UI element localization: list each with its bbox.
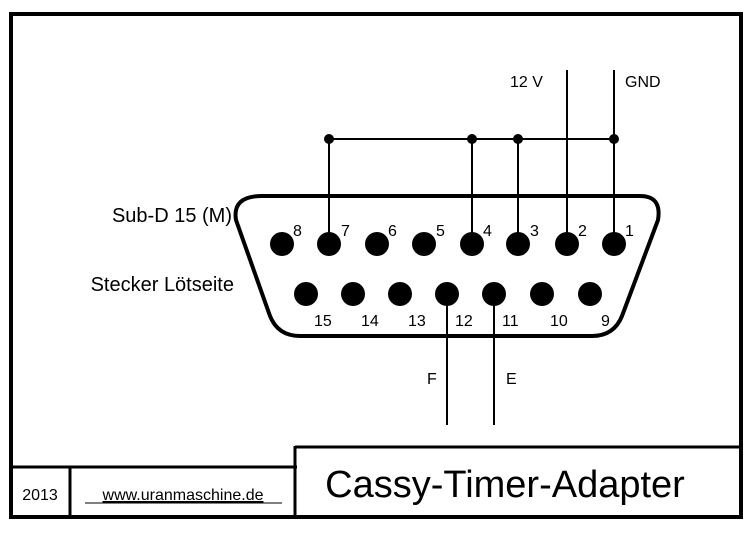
pin-number-label: 12: [455, 313, 473, 330]
pin-2: [555, 232, 579, 256]
pin-number-label: 14: [361, 313, 379, 330]
pin-number-label: 7: [341, 223, 350, 240]
pin-15: [294, 282, 318, 306]
connector-side-label: Stecker Lötseite: [91, 274, 234, 296]
pin-number-label: 5: [436, 223, 445, 240]
pin-13: [388, 282, 412, 306]
signal-e-label: E: [506, 371, 517, 388]
pin-4: [460, 232, 484, 256]
pin-number-label: 3: [530, 223, 539, 240]
pin-number-label: 11: [502, 313, 519, 330]
pin-8: [270, 232, 294, 256]
pin-6: [365, 232, 389, 256]
pin-9: [578, 282, 602, 306]
pin-number-label: 2: [578, 223, 587, 240]
pin-number-label: 8: [293, 223, 302, 240]
pin-number-label: 15: [314, 313, 332, 330]
drawing-title: Cassy-Timer-Adapter: [325, 464, 685, 506]
pin-14: [341, 282, 365, 306]
signal-f-label: F: [427, 371, 437, 388]
pin-12: [435, 282, 459, 306]
pin-5: [412, 232, 436, 256]
pin-number-label: 9: [601, 313, 610, 330]
year-label: 2013: [22, 487, 58, 504]
drawing-frame: [9, 12, 743, 519]
pin-1: [602, 232, 626, 256]
supply-12v-label: 12 V: [510, 74, 543, 91]
pin-number-label: 13: [408, 313, 426, 330]
pin-number-label: 1: [625, 223, 634, 240]
pin-7: [317, 232, 341, 256]
pin-number-label: 10: [550, 313, 568, 330]
pin-3: [506, 232, 530, 256]
pin-number-label: 6: [388, 223, 397, 240]
sub-d-connector-body: [233, 194, 661, 338]
pin-number-label: 4: [483, 223, 492, 240]
connector-type-label: Sub-D 15 (M): [112, 205, 232, 227]
pin-11: [482, 282, 506, 306]
website-link[interactable]: www.uranmaschine.de: [102, 487, 264, 504]
pin-10: [530, 282, 554, 306]
supply-gnd-label: GND: [625, 74, 661, 91]
